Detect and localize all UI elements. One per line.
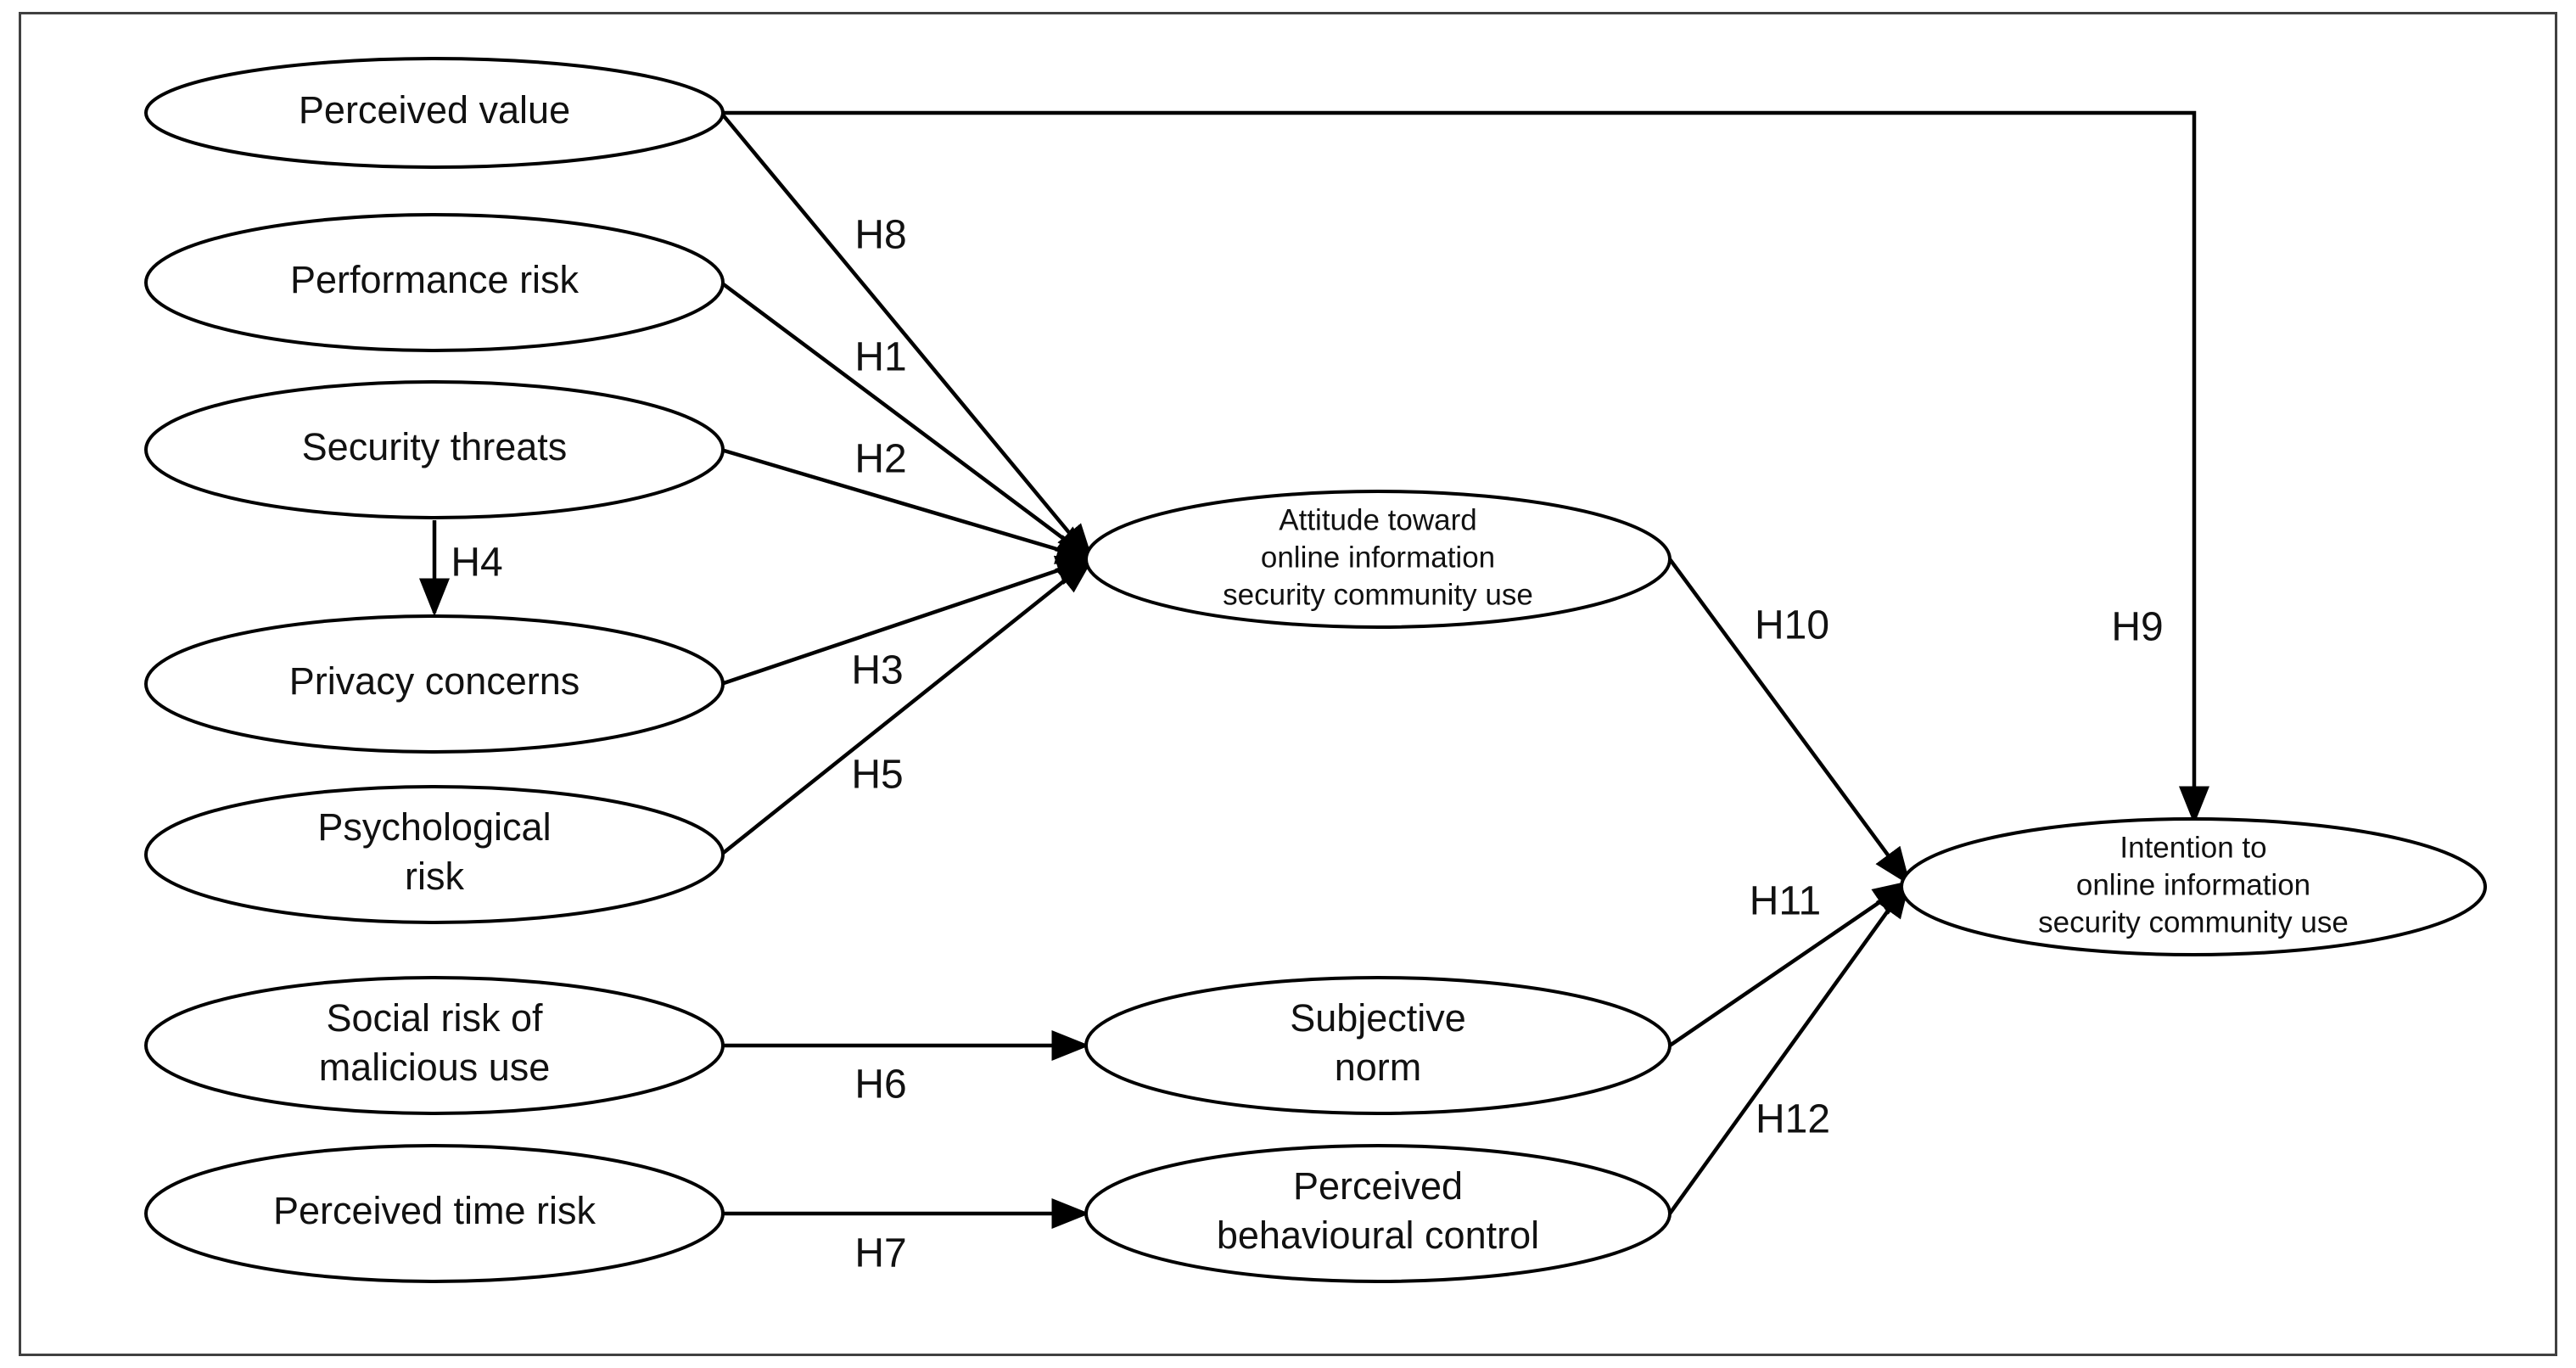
node-performance-risk: Performance risk: [144, 213, 725, 352]
diagram-frame: [19, 12, 2557, 1356]
node-perceived-time-risk: Perceived time risk: [144, 1144, 725, 1283]
edge-arrow-h1: [720, 281, 1095, 562]
node-privacy-concerns: Privacy concerns: [144, 614, 725, 754]
node-label-line: Security threats: [302, 425, 568, 468]
node-label-line: behavioural control: [1217, 1214, 1539, 1257]
hypothesis-label-h6: H6: [854, 1062, 906, 1107]
node-social-risk: Social risk of malicious use: [144, 976, 725, 1115]
hypothesis-label-h5: H5: [851, 753, 903, 798]
node-label-line: norm: [1335, 1046, 1422, 1089]
edge-h5: [720, 557, 1095, 856]
edge-h2: [720, 447, 1095, 564]
node-label-line: security community use: [2038, 905, 2349, 939]
edge-arrow-h3: [720, 555, 1095, 687]
node-label-line: malicious use: [319, 1046, 551, 1089]
edge-h11: [1668, 880, 1912, 1047]
node-attitude: Attitude toward online information securit…: [1084, 490, 1672, 629]
edge-arrow-h5: [720, 557, 1095, 856]
node-intention: Intention to online information security c…: [1900, 817, 2487, 956]
node-label-line: Privacy concerns: [289, 659, 580, 703]
node-ellipse: [144, 785, 725, 924]
hypothesis-label-h3: H3: [851, 648, 903, 693]
node-ellipse: [1084, 1144, 1672, 1283]
node-subjective-norm: Subjective norm: [1084, 976, 1672, 1115]
node-ellipse: [144, 1144, 725, 1283]
hypothesis-label-h2: H2: [854, 437, 906, 482]
node-label-line: Social risk of: [326, 996, 543, 1040]
node-psychological-risk: Psychological risk: [144, 785, 725, 924]
node-label-line: Psychological: [317, 805, 551, 849]
node-ellipse: [144, 213, 725, 352]
edge-h10: [1668, 558, 1911, 886]
hypothesis-label-h11: H11: [1750, 879, 1822, 924]
hypothesis-label-h1: H1: [854, 335, 906, 380]
hypothesis-label-h10: H10: [1755, 603, 1829, 648]
edge-arrow-h9: [723, 110, 2209, 825]
node-ellipse: [144, 614, 725, 754]
node-ellipse: [1900, 817, 2487, 956]
node-label-line: Perceived: [1293, 1164, 1463, 1208]
node-security-threats: Security threats: [144, 380, 725, 519]
node-label-line: Attitude toward: [1279, 503, 1476, 536]
node-label-line: Performance risk: [290, 258, 580, 301]
edge-h3: [720, 555, 1095, 687]
node-ellipse: [144, 380, 725, 519]
hypothesis-label-h4: H4: [451, 541, 502, 586]
node-ellipse: [144, 57, 725, 169]
node-ellipse: [1084, 976, 1672, 1115]
edge-arrow-h12: [1668, 879, 1911, 1215]
node-perceived-value: Perceived value: [144, 57, 725, 169]
node-label-line: Perceived value: [299, 88, 570, 132]
hypothesis-label-h9: H9: [2111, 605, 2163, 650]
node-label-line: risk: [405, 855, 464, 898]
edge-arrow-h11: [1668, 880, 1912, 1047]
hypothesis-label-h12: H12: [1756, 1097, 1830, 1142]
node-label-line: Subjective: [1290, 996, 1466, 1040]
hypothesis-label-h7: H7: [854, 1231, 906, 1276]
edge-h1: [720, 281, 1095, 562]
node-ellipse: [1084, 490, 1672, 629]
edge-arrow-h8: [720, 111, 1094, 563]
hypothesis-label-h8: H8: [854, 213, 906, 258]
node-ellipse: [144, 976, 725, 1115]
edge-h9: [723, 110, 2209, 825]
edge-h8: [720, 111, 1094, 563]
node-label-line: Perceived time risk: [273, 1189, 596, 1232]
node-label-line: online information: [1261, 541, 1495, 574]
edge-arrow-h10: [1668, 558, 1911, 886]
node-label-line: Intention to: [2120, 831, 2266, 864]
node-perceived-behavioural-control: Perceived behavioural control: [1084, 1144, 1672, 1283]
node-label-line: online information: [2076, 868, 2310, 901]
edge-h12: [1668, 879, 1911, 1215]
node-label-line: security community use: [1223, 578, 1533, 611]
edge-arrow-h2: [720, 447, 1095, 564]
